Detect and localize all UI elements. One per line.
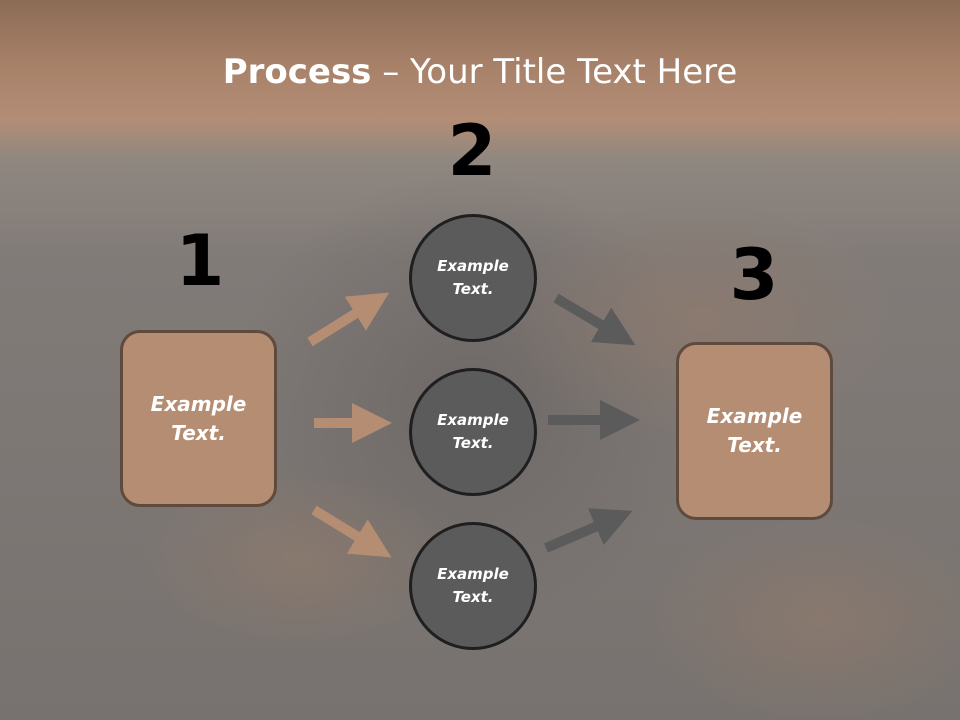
circle-bottom-line1: Example [437, 565, 509, 583]
circle-bottom-line2: Text. [452, 588, 494, 606]
right-box: Example Text. [676, 342, 833, 520]
title-rest: – Your Title Text Here [371, 52, 738, 92]
step-number-2: 2 [447, 110, 497, 192]
right-box-line1: Example [706, 404, 803, 428]
circle-middle-line1: Example [437, 411, 509, 429]
step-number-1: 1 [175, 220, 225, 302]
left-box-line1: Example [150, 391, 247, 416]
right-box-text: Example Text. [700, 402, 810, 460]
step-number-3: 3 [729, 234, 779, 316]
circle-middle: Example Text. [409, 368, 537, 496]
circle-middle-line2: Text. [452, 434, 494, 452]
arrow-right-down [553, 293, 636, 346]
slide-title: Process – Your Title Text Here [0, 52, 960, 92]
circle-top: Example Text. [409, 214, 537, 342]
title-bold: Process [222, 52, 372, 92]
left-box: Example Text. [120, 330, 277, 507]
arrow-left-down [311, 505, 392, 558]
arrow-left-up [307, 292, 390, 347]
circle-top-line1: Example [437, 257, 509, 275]
circle-top-line2: Text. [452, 280, 494, 298]
right-box-line2: Text. [727, 433, 782, 457]
left-box-line2: Text. [171, 420, 226, 445]
arrow-right-up [544, 508, 633, 553]
left-box-text: Example Text. [144, 390, 254, 448]
circle-bottom: Example Text. [409, 522, 537, 650]
